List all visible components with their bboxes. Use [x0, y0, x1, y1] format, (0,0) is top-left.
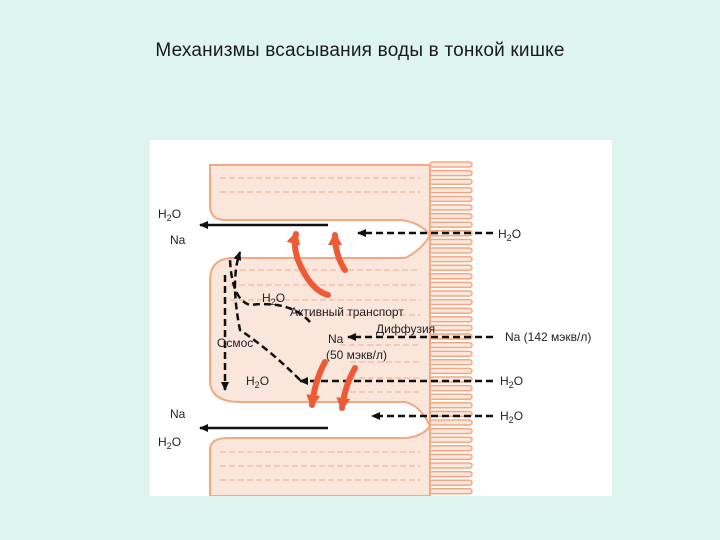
label-na-bottom-left: Na: [170, 407, 186, 421]
microvillus: [429, 255, 473, 263]
cell-bottom: [209, 422, 431, 496]
microvillus: [429, 376, 473, 383]
microvillus: [429, 238, 473, 246]
microvillus: [429, 341, 473, 349]
absorption-diagram: H2O Na H2O H2O Активный транспорт Диффуз…: [158, 161, 591, 496]
microvillus: [429, 298, 473, 306]
microvillus: [429, 453, 473, 461]
microvillus: [429, 427, 473, 435]
microvillus: [429, 419, 473, 426]
microvillus: [429, 230, 473, 237]
microvillus: [429, 169, 473, 177]
microvillus: [429, 281, 473, 289]
epithelial-cells: [209, 164, 431, 496]
microvillus: [429, 350, 473, 357]
outflow-arrows: [199, 221, 328, 432]
microvillus: [429, 402, 473, 409]
microvillus: [429, 410, 473, 418]
label-h2o-right-mid: H2O: [500, 374, 523, 390]
microvillus: [429, 178, 473, 185]
microvillus: [429, 307, 473, 314]
microvillus: [429, 264, 473, 271]
microvillus: [429, 333, 473, 340]
microvillus: [429, 367, 473, 375]
microvillus: [429, 324, 473, 332]
microvillus: [429, 290, 473, 297]
diffusion-arrows: [221, 229, 493, 420]
diagram-labels: H2O Na H2O H2O Активный транспорт Диффуз…: [158, 207, 591, 451]
microvillus: [429, 462, 473, 469]
microvillus: [429, 195, 473, 203]
slide-title: Механизмы всасывания воды в тонкой кишке: [155, 40, 565, 61]
active-transport-arrows: [286, 231, 358, 411]
microvillus: [429, 445, 473, 452]
microvillus: [429, 479, 473, 486]
label-diffusion: Диффузия: [376, 322, 435, 336]
label-na-outside: Na (142 мэкв/л): [505, 330, 591, 344]
microvillus: [429, 187, 473, 194]
label-h2o-top-left: H2O: [158, 207, 181, 223]
microvillus: [429, 384, 473, 392]
label-h2o-top-right: H2O: [498, 227, 521, 243]
microvillus: [429, 221, 473, 228]
label-h2o-right-bottom: H2O: [500, 409, 523, 425]
cell-top: [209, 164, 431, 238]
label-h2o-cell-bottom: H2O: [246, 374, 269, 390]
label-na-top-left: Na: [170, 233, 186, 247]
microvillus: [429, 161, 473, 168]
label-active-transport: Активный транспорт: [290, 305, 404, 319]
microvillus: [429, 488, 473, 495]
microvillus: [429, 470, 473, 478]
microvillus: [429, 393, 473, 400]
label-osmosis: Осмос: [217, 336, 253, 350]
label-h2o-bottom-left: H2O: [158, 435, 181, 451]
microvillus: [429, 247, 473, 254]
microvillus: [429, 204, 473, 211]
brush-border-microvilli: [429, 161, 473, 495]
microvillus: [429, 273, 473, 280]
microvillus: [429, 359, 473, 366]
label-h2o-cell: H2O: [262, 291, 285, 307]
diagram-panel: H2O Na H2O H2O Активный транспорт Диффуз…: [150, 140, 612, 496]
microvillus: [429, 212, 473, 220]
label-na-cell-conc: (50 мэкв/л): [326, 348, 387, 362]
microvillus: [429, 436, 473, 443]
microvillus: [429, 316, 473, 323]
label-na-cell: Na: [328, 332, 344, 346]
